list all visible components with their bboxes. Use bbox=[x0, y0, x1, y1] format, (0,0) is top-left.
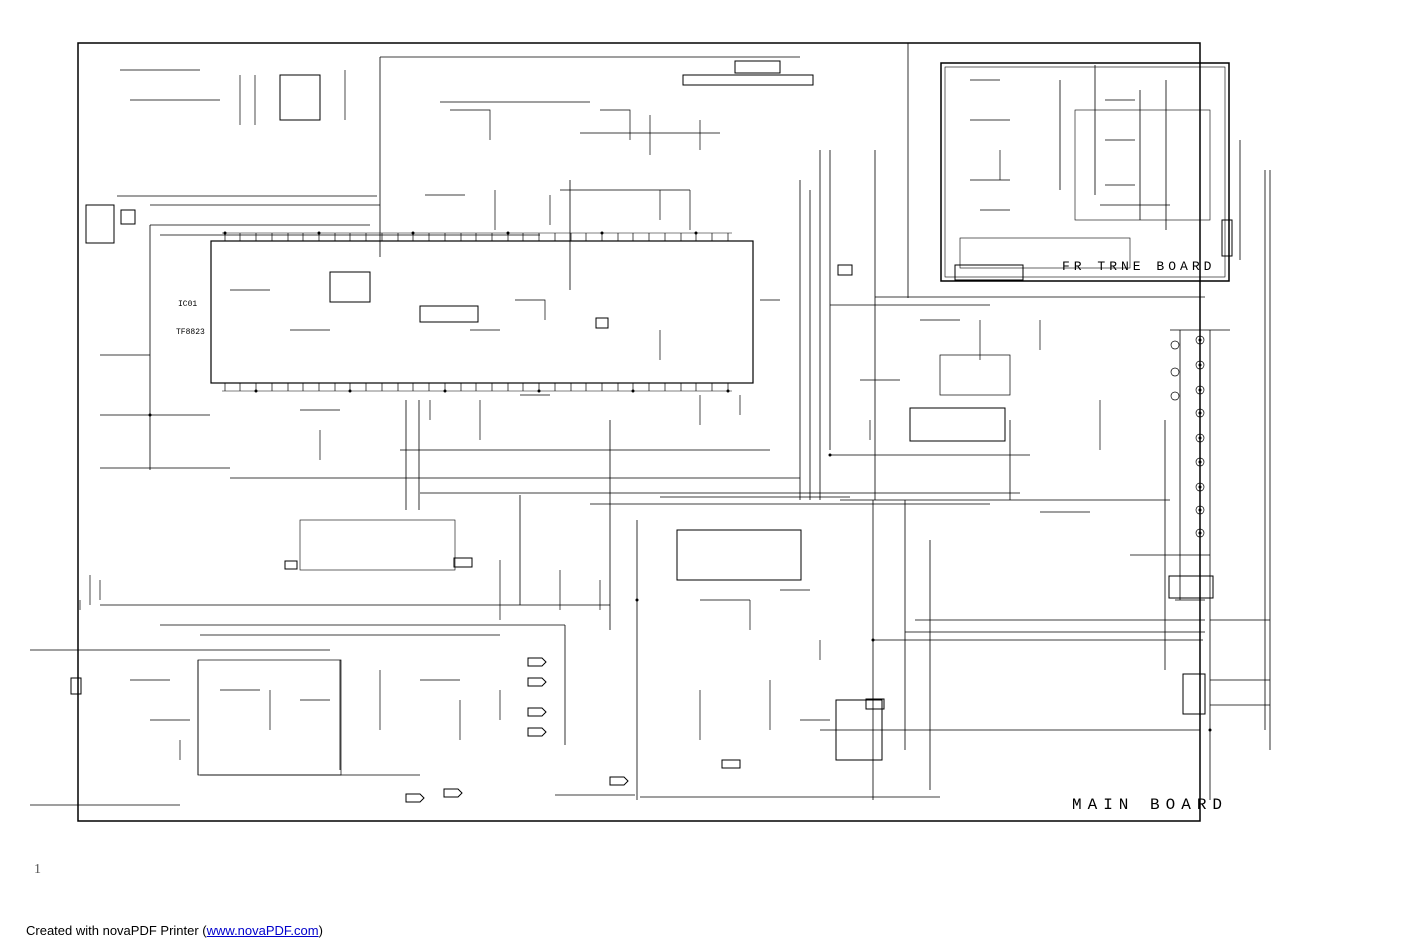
footer-credit: Created with novaPDF Printer (www.novaPD… bbox=[26, 923, 323, 938]
wires bbox=[30, 56, 1270, 806]
front-board-label: FR TRNE BOARD bbox=[1062, 259, 1216, 274]
main-ic-ref: IC01 bbox=[178, 300, 198, 309]
footer-prefix: Created with novaPDF Printer ( bbox=[26, 923, 207, 938]
main-ic-top-pins bbox=[222, 232, 732, 392]
main-ic-part: TF8823 bbox=[176, 328, 205, 337]
ic-tuner bbox=[279, 74, 321, 121]
page-marker: 1 bbox=[34, 862, 41, 877]
main-ic-body bbox=[210, 240, 754, 384]
main-board-label: MAIN BOARD bbox=[1072, 796, 1229, 814]
footer-suffix: ) bbox=[318, 923, 323, 938]
front-board-outline bbox=[940, 62, 1230, 282]
ic-eeprom bbox=[909, 407, 1006, 442]
ic-audio bbox=[676, 529, 802, 581]
main-board-outline bbox=[77, 42, 1201, 822]
novapdf-link[interactable]: www.novaPDF.com bbox=[206, 923, 319, 938]
